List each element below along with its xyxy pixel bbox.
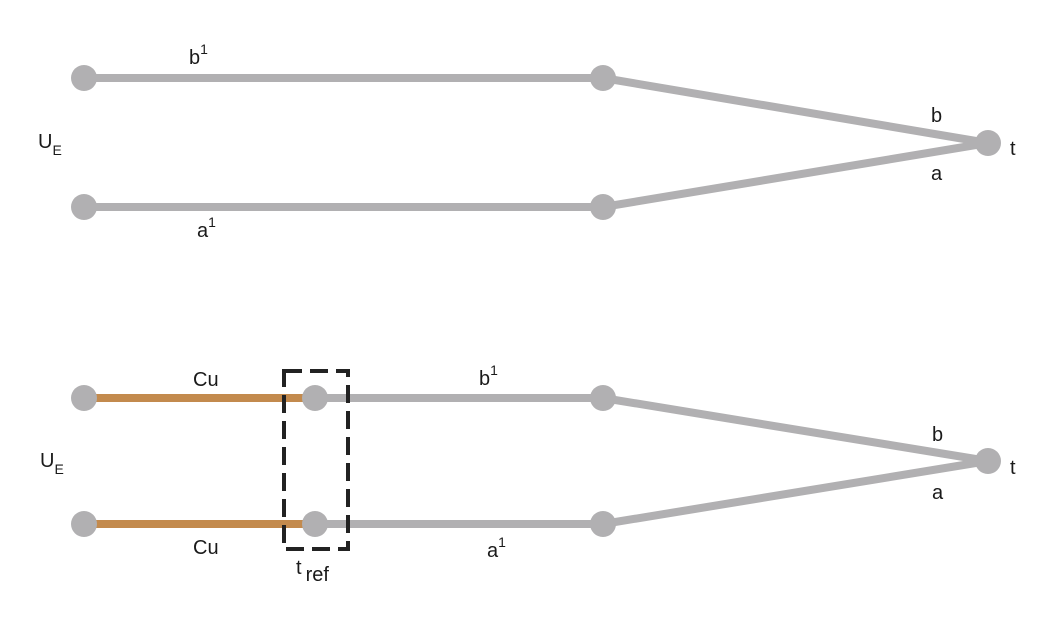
bottom-t-label: t (1010, 457, 1016, 479)
top-b-label: b (931, 105, 942, 127)
bottom-a-label: a (932, 482, 944, 504)
bottom-node-left-upper (71, 385, 97, 411)
top-node-junction (975, 130, 1001, 156)
bottom-a1-label: a1 (487, 534, 506, 562)
reference-junction-box (282, 369, 350, 551)
top-a1-label: a1 (197, 214, 216, 242)
top-t-label: t (1010, 138, 1016, 160)
bottom-node-mid-lower (590, 511, 616, 537)
bottom-cu-upper-label: Cu (193, 369, 219, 391)
top-node-mid-lower (590, 194, 616, 220)
top-b1-label: b1 (189, 41, 208, 69)
bottom-node-junction (975, 448, 1001, 474)
bottom-node-mid-upper (590, 385, 616, 411)
bottom-ue-label: UE (40, 450, 64, 477)
bottom-node-left-lower (71, 511, 97, 537)
top-circuit: UE b1 a1 b a t (38, 41, 1016, 242)
top-node-left-upper (71, 65, 97, 91)
bottom-wire-a (602, 457, 989, 528)
bottom-b1-label: b1 (479, 362, 498, 390)
top-node-mid-upper (590, 65, 616, 91)
bottom-node-ref-upper (302, 385, 328, 411)
bottom-wire-b (602, 394, 989, 465)
top-wire-b (602, 74, 989, 147)
top-ue-label: UE (38, 131, 62, 158)
bottom-cu-lower-label: Cu (193, 537, 219, 559)
top-wire-a (602, 139, 989, 211)
bottom-b-label: b (932, 424, 943, 446)
top-a-label: a (931, 163, 943, 185)
top-node-left-lower (71, 194, 97, 220)
bottom-node-ref-lower (302, 511, 328, 537)
